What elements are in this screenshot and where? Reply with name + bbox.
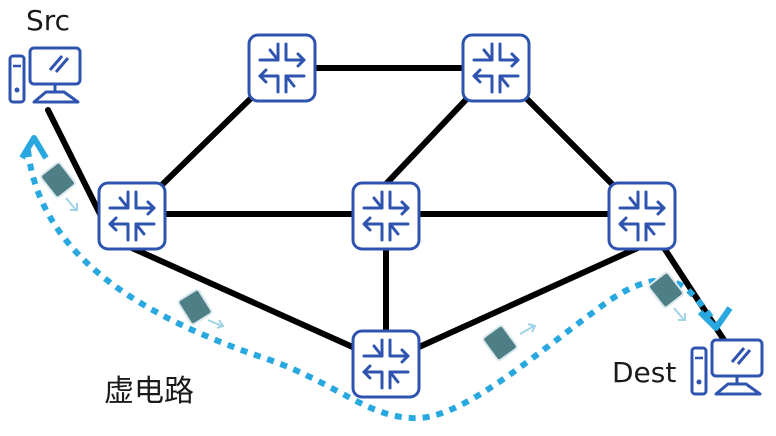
router-icon [351, 329, 421, 399]
router-icon [351, 181, 421, 251]
packet-icon [176, 287, 214, 327]
dest-label: Dest [612, 356, 677, 389]
arrowhead-up-icon [19, 135, 49, 160]
router-1 [247, 33, 317, 103]
router-2 [461, 33, 531, 103]
packet-arrow-icon [673, 307, 686, 321]
router-icon [607, 181, 677, 251]
packet-arrow-icon [519, 323, 537, 335]
packet-arrow-icon [65, 197, 78, 211]
link-r3-r6 [129, 245, 389, 365]
packet-4 [646, 270, 686, 310]
router-6 [351, 329, 421, 399]
link-r6-r5 [383, 243, 645, 365]
packet-icon [481, 323, 519, 363]
dest-host [690, 338, 764, 396]
src-label: Src [26, 4, 71, 37]
packet-2 [176, 287, 214, 327]
arrowhead-down-icon [697, 306, 733, 331]
packet-1 [38, 160, 78, 200]
router-icon [247, 33, 317, 103]
packet-icon [38, 160, 78, 200]
router-5 [607, 181, 677, 251]
router-4 [351, 181, 421, 251]
router-3 [97, 181, 167, 251]
packet-arrow-icon [207, 319, 225, 329]
packet-3 [481, 323, 519, 363]
packet-icon [646, 270, 686, 310]
computer-icon [8, 46, 82, 104]
router-icon [461, 33, 531, 103]
src-host [8, 46, 82, 104]
virtual-circuit-label: 虚电路 [104, 374, 194, 409]
computer-icon [690, 338, 764, 396]
router-icon [97, 181, 167, 251]
link-src-r3 [45, 107, 103, 217]
